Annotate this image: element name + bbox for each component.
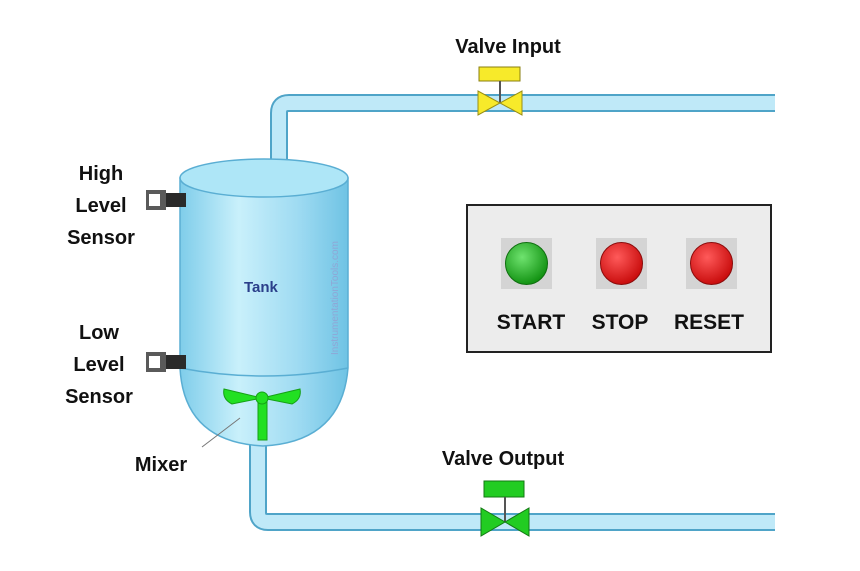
- tank-label: Tank: [244, 279, 279, 296]
- stop-button[interactable]: [596, 238, 647, 289]
- low-sensor-line-1: Low: [79, 322, 119, 344]
- start-label: START: [497, 311, 566, 334]
- high-sensor-line-3: Sensor: [67, 227, 135, 249]
- stop-label: STOP: [592, 311, 649, 334]
- mixer-label: Mixer: [135, 454, 187, 476]
- watermark: InstrumentationTools.com: [330, 241, 341, 355]
- high-level-sensor-label: High Level Sensor: [67, 163, 135, 249]
- high-sensor-line-2: Level: [75, 195, 126, 217]
- start-button[interactable]: [501, 238, 552, 289]
- tank: Tank InstrumentationTools.com: [179, 158, 349, 447]
- valve-output[interactable]: [480, 480, 530, 537]
- high-sensor-line-1: High: [79, 163, 123, 185]
- low-sensor-line-3: Sensor: [65, 386, 133, 408]
- valve-input[interactable]: [477, 66, 523, 116]
- mixer-agitator: [223, 388, 301, 441]
- reset-button[interactable]: [686, 238, 737, 289]
- mixer-leader-line: [201, 417, 241, 448]
- reset-label: RESET: [674, 311, 744, 334]
- high-level-sensor: [146, 190, 186, 210]
- low-level-sensor: [146, 352, 186, 372]
- control-panel: START STOP RESET: [466, 204, 772, 353]
- low-sensor-line-2: Level: [73, 354, 124, 376]
- low-level-sensor-label: Low Level Sensor: [65, 322, 133, 408]
- valve-output-label: Valve Output: [442, 448, 565, 470]
- input-pipe: [270, 94, 775, 165]
- valve-input-label: Valve Input: [455, 36, 561, 58]
- output-pipe: [249, 430, 775, 531]
